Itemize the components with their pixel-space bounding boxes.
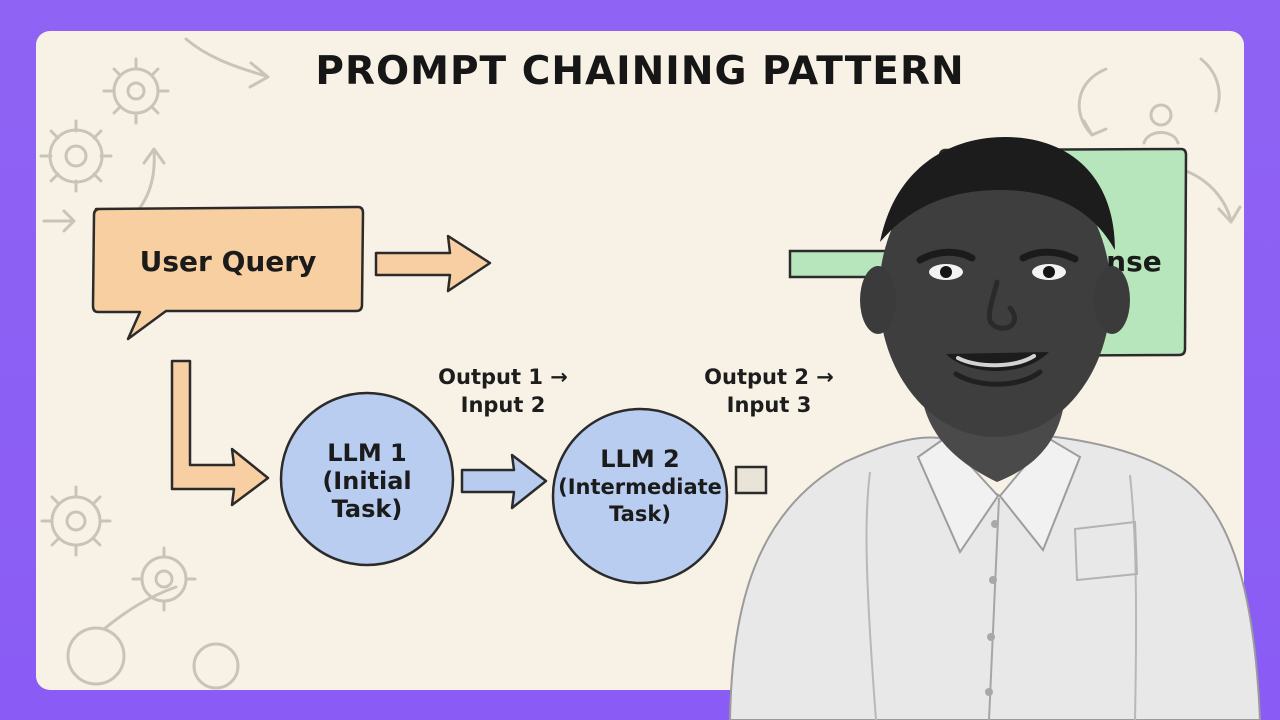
llm2-title: LLM 2	[600, 445, 680, 473]
gear-icon	[40, 485, 112, 557]
llm1-subtitle: (Initial	[322, 467, 411, 495]
llm1-title: LLM 1	[327, 439, 407, 467]
edge-label-in2: Input 2	[461, 393, 546, 417]
diagram-title: PROMPT CHAINING PATTERN	[315, 49, 965, 94]
llm2-node: LLM 2 (Intermediate Task)	[551, 407, 729, 585]
llm2-subtitle: (Intermediate	[558, 475, 722, 499]
llm2-subtitle-2: Task)	[609, 502, 671, 526]
person-icon	[1142, 103, 1180, 145]
gear-icon	[39, 119, 113, 193]
user-query-node: User Query	[91, 205, 365, 341]
edge-label-in3: Input 3	[727, 393, 812, 417]
arrow-user-to-llm1	[170, 359, 270, 507]
edge-label-out2: Output 2 →	[704, 365, 834, 389]
arrow-llm1-to-llm2	[460, 453, 548, 510]
llm1-subtitle-2: Task)	[332, 495, 403, 523]
arrow-doodle-icon	[42, 37, 270, 631]
edge-label-out1: Output 1 →	[438, 365, 568, 389]
gear-icon	[131, 546, 197, 612]
arrow-llm2-to-next	[734, 465, 768, 495]
gear-icon	[102, 57, 170, 125]
arrow-user-to-top	[374, 234, 492, 293]
llm1-node: LLM 1 (Initial Task)	[279, 391, 455, 567]
gear-icon	[66, 626, 240, 690]
user-query-label: User Query	[140, 245, 317, 278]
presenter-image	[728, 137, 1262, 720]
circular-arrow-icon	[1077, 57, 1242, 224]
